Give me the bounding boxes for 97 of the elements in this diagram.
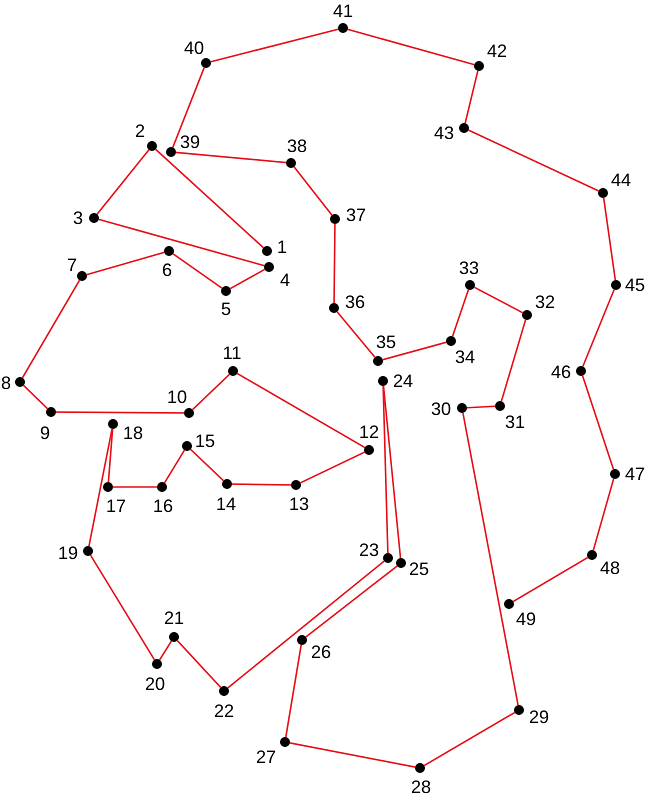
connecting-line [190, 448, 224, 482]
connecting-line [452, 289, 470, 337]
dot-number: 10 [166, 388, 188, 406]
connecting-line [88, 428, 113, 546]
dot-number: 22 [214, 702, 234, 720]
dot-number: 40 [184, 39, 204, 57]
dot-number: 4 [280, 271, 290, 289]
connecting-line [348, 28, 474, 66]
dot-number: 24 [392, 372, 414, 390]
connecting-line [23, 384, 48, 410]
connecting-line [582, 376, 614, 470]
dot-number: 5 [221, 300, 231, 318]
connecting-line [300, 451, 365, 484]
connecting-line [462, 412, 519, 706]
dot-number: 35 [376, 333, 396, 351]
connecting-line [96, 149, 150, 215]
dot-number: 49 [516, 610, 536, 628]
dot-number: 32 [534, 293, 556, 311]
connecting-line [285, 644, 302, 738]
connecting-line [336, 311, 376, 358]
dot-number: 46 [550, 363, 572, 381]
dot-number: 19 [58, 544, 78, 562]
dot-number: 21 [164, 609, 184, 627]
connecting-line [227, 560, 385, 688]
dot-number: 15 [194, 432, 216, 450]
dot-number: 20 [144, 675, 166, 693]
dot-number: 37 [346, 206, 366, 224]
connecting-line [424, 712, 516, 766]
connecting-line [155, 148, 264, 248]
dot-number: 44 [610, 171, 632, 189]
dot-number: 45 [624, 276, 646, 294]
connecting-line [464, 70, 479, 124]
connecting-line [164, 450, 186, 484]
connecting-line [333, 224, 336, 304]
dot-number: 28 [410, 778, 432, 796]
dot-number: 7 [67, 256, 77, 274]
dot-number: 42 [486, 42, 508, 60]
connecting-line [192, 374, 230, 410]
connecting-line [512, 556, 588, 602]
dot-number: 17 [106, 497, 126, 515]
dot-number: 1 [277, 238, 287, 256]
dot-number: 16 [152, 497, 174, 515]
connecting-line [382, 342, 446, 360]
dot-number: 30 [430, 400, 452, 418]
connecting-line [582, 289, 615, 367]
connecting-line [210, 28, 338, 63]
dot-number: 25 [408, 560, 430, 578]
dot-number: 9 [40, 424, 50, 442]
dot-number: 36 [344, 293, 366, 311]
dot-number: 3 [73, 209, 83, 227]
connecting-line [602, 198, 616, 280]
dot-number: 18 [122, 424, 144, 442]
connecting-line [176, 640, 222, 688]
connecting-line [293, 166, 333, 216]
dot-number: 26 [310, 643, 332, 661]
connecting-line [56, 411, 184, 414]
dot-number: 13 [288, 495, 310, 513]
dot-number: 27 [256, 748, 276, 766]
connecting-line [474, 286, 523, 314]
dot-number: 29 [528, 708, 550, 726]
connecting-line [98, 218, 264, 266]
connecting-line [382, 386, 389, 554]
dot-number: 6 [162, 261, 172, 279]
dot-number: 33 [458, 259, 480, 277]
connecting-line [86, 252, 164, 276]
connecting-line [236, 372, 366, 448]
dot-number: 12 [358, 423, 380, 441]
dot-number: 2 [135, 122, 145, 140]
connecting-line [158, 640, 172, 660]
dot-number: 48 [600, 559, 620, 577]
dot-number: 23 [358, 541, 380, 559]
connecting-line [230, 268, 266, 290]
dot-number: 8 [1, 374, 11, 392]
connecting-line [382, 386, 402, 558]
dot-number: 14 [216, 495, 236, 513]
connecting-line [290, 742, 416, 768]
dot-number: 11 [222, 344, 242, 362]
connecting-line [113, 486, 157, 488]
connecting-line [172, 67, 205, 148]
connecting-line [500, 320, 526, 402]
connecting-line [22, 280, 80, 378]
connecting-line [468, 129, 599, 192]
dot-number: 34 [454, 348, 476, 366]
connecting-line [172, 253, 222, 289]
dot-number: 43 [434, 124, 454, 142]
connecting-line [90, 554, 156, 660]
connecting-line [108, 428, 114, 482]
connecting-line [232, 483, 292, 486]
connecting-line [466, 405, 496, 409]
connecting-line [305, 565, 398, 638]
dot-number: 39 [180, 133, 200, 151]
connecting-line [592, 478, 614, 550]
dot-number: 31 [504, 413, 526, 431]
dot-number: 38 [286, 137, 308, 155]
dot-number: 41 [332, 2, 354, 20]
dot-number: 47 [624, 465, 646, 483]
connecting-line [176, 152, 286, 164]
